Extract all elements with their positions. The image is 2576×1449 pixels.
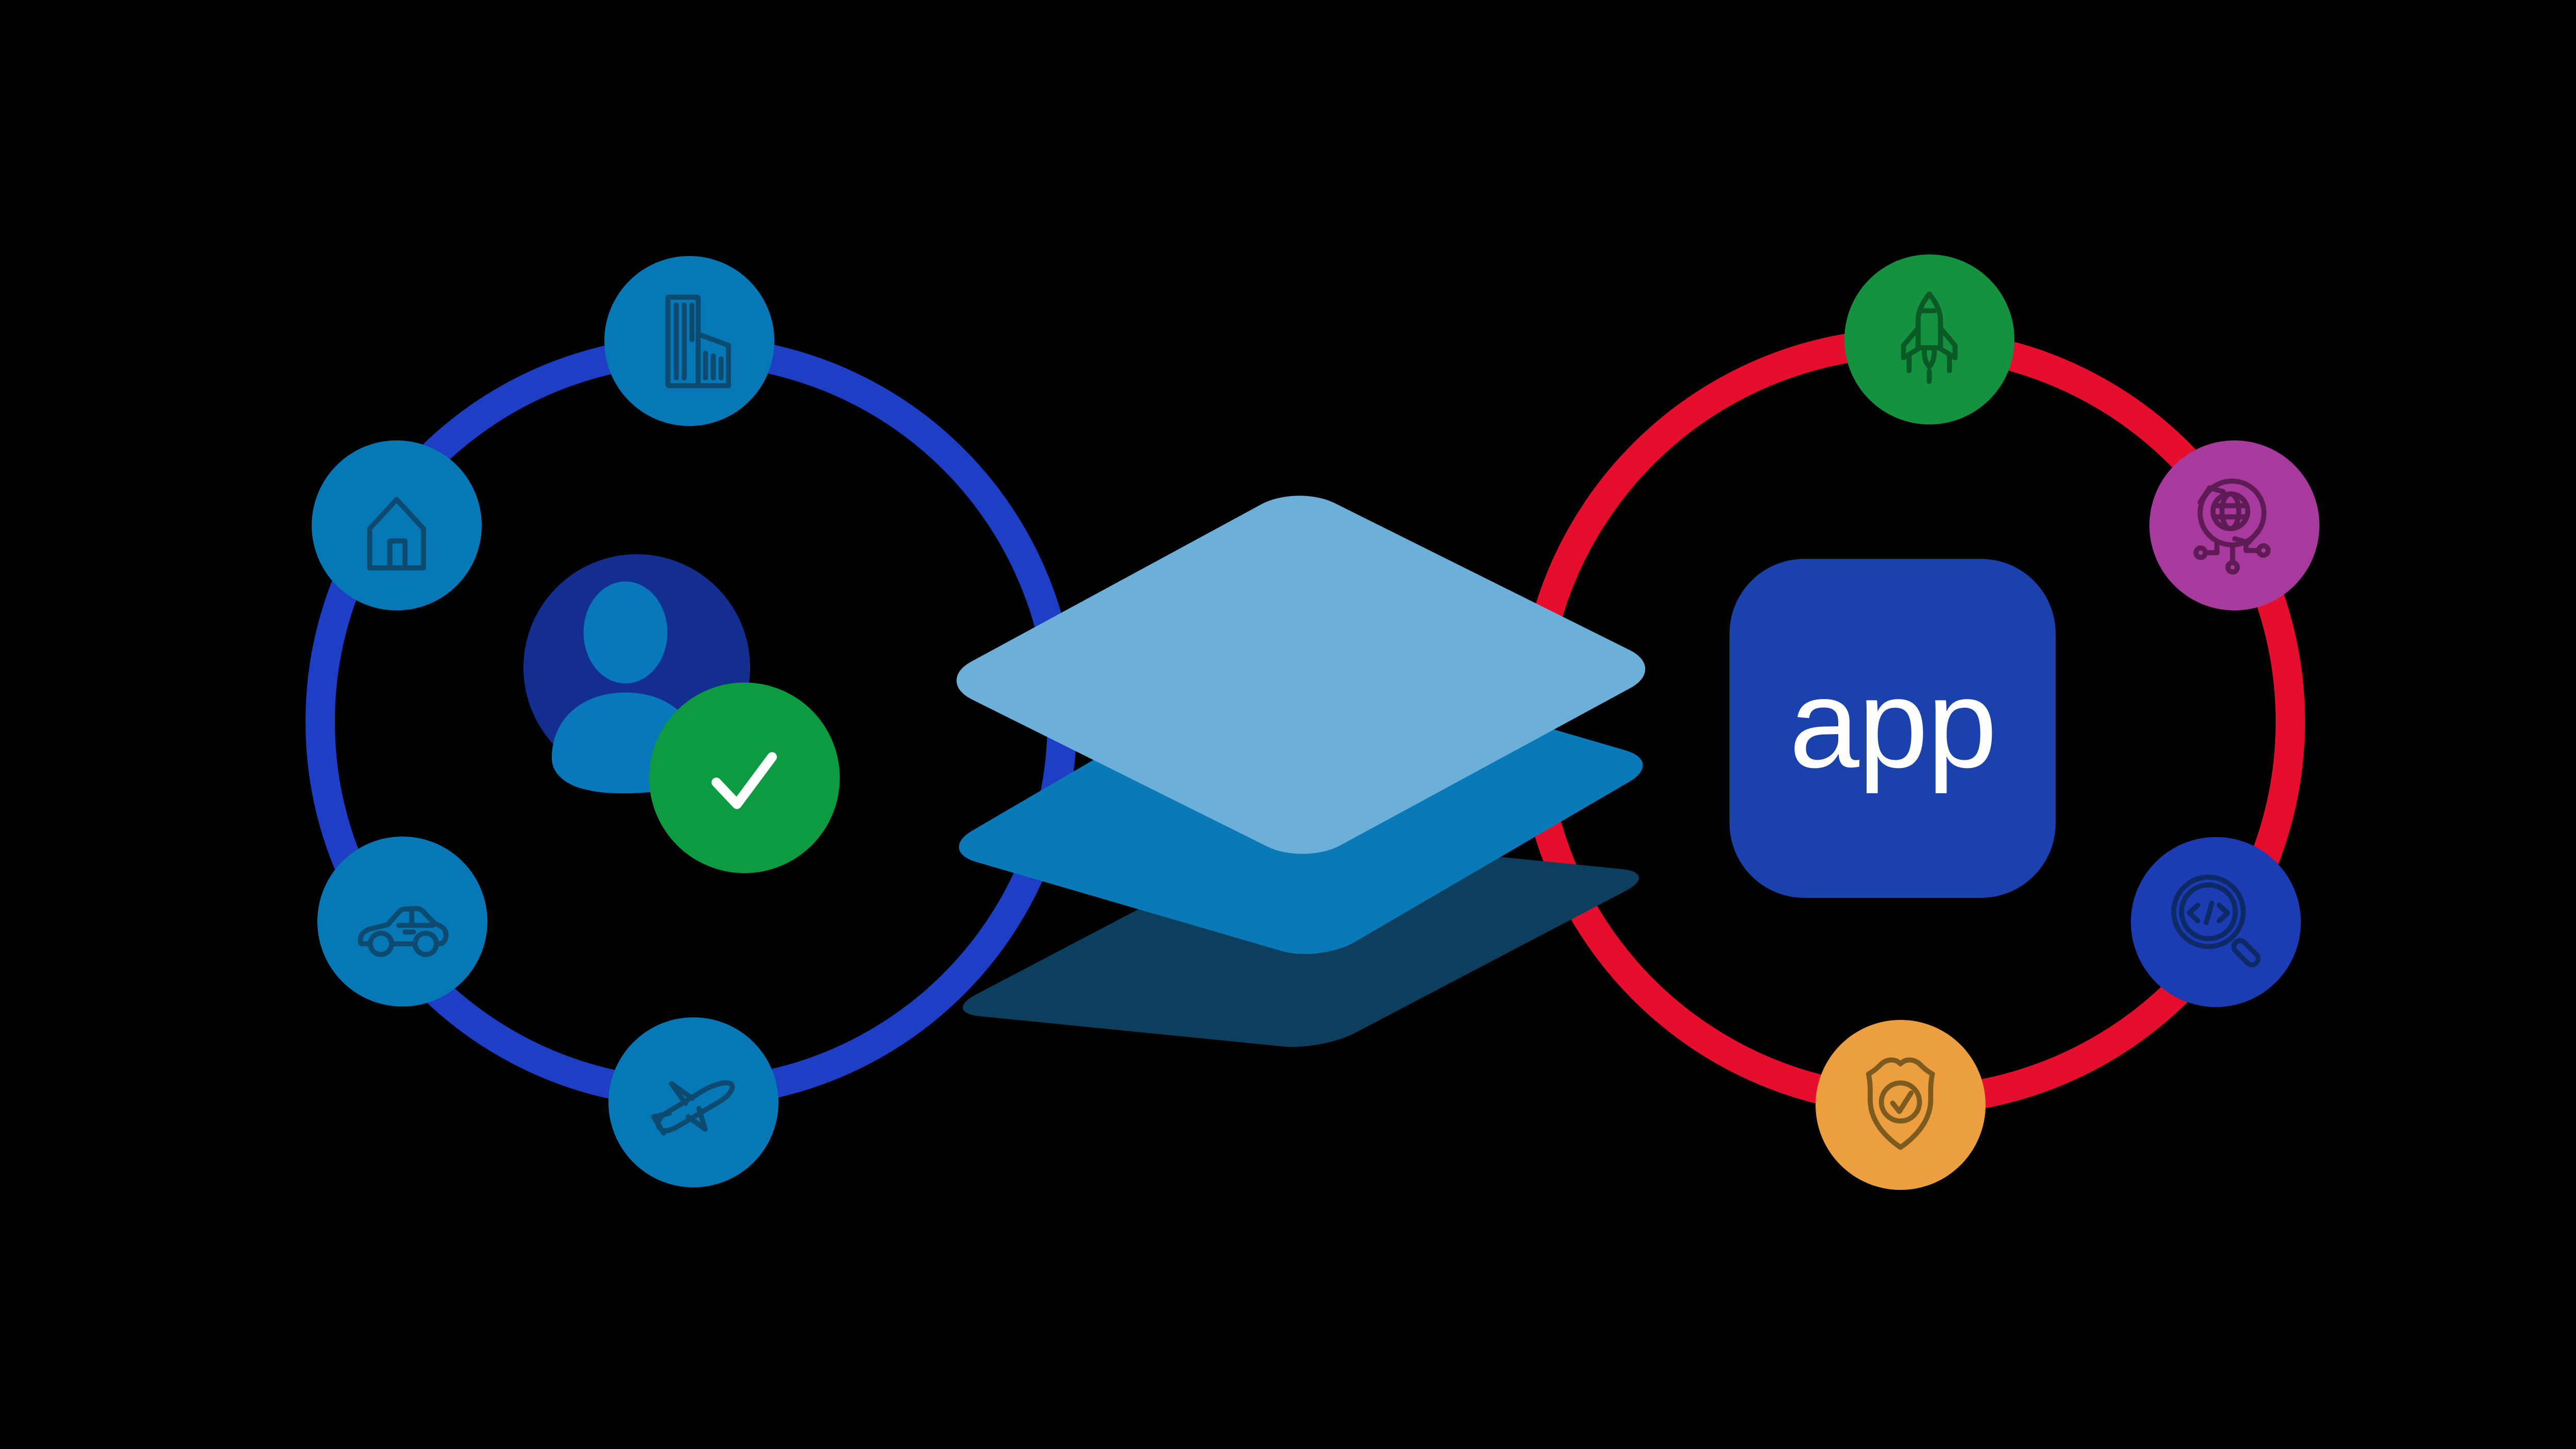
- building-icon: [665, 295, 731, 388]
- checkmark-stroke: [711, 752, 777, 809]
- car-icon: [358, 906, 449, 957]
- rocket-icon: [1901, 292, 1958, 384]
- house-node: [312, 440, 482, 610]
- rocket-node: [1844, 254, 2014, 424]
- car-node: [317, 836, 487, 1007]
- building-node: [604, 256, 774, 426]
- code-search-node: [2131, 837, 2301, 1007]
- shield-check-icon: [1866, 1057, 1935, 1150]
- code-search-icon: [2171, 874, 2261, 967]
- checkmark-icon: [711, 752, 777, 809]
- airplane-node: [608, 1017, 778, 1187]
- verified-badge: [649, 682, 840, 873]
- person-icon: [583, 581, 668, 684]
- app-tile: app: [1730, 559, 2056, 898]
- shield-check-node: [1815, 1019, 1986, 1190]
- globe-network-icon: [2193, 479, 2271, 575]
- airplane-icon: [651, 1080, 735, 1136]
- app-tile-label: app: [1789, 652, 1997, 794]
- globe-network-node: [2149, 440, 2319, 610]
- house-icon: [367, 497, 427, 571]
